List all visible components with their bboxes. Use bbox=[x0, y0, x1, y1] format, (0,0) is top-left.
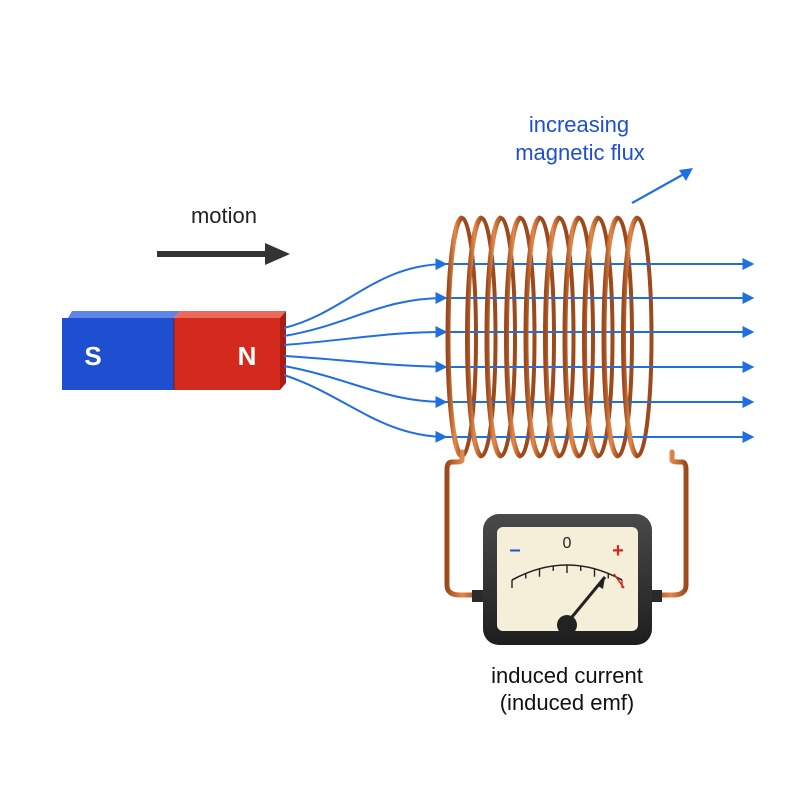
coil-turn-back bbox=[617, 216, 634, 458]
magnet-north-pole bbox=[174, 318, 280, 390]
coil-turn-front bbox=[523, 215, 541, 459]
coil-turn-front bbox=[465, 215, 483, 459]
flux-label-line1: increasing bbox=[529, 112, 629, 137]
meter-ticks bbox=[511, 565, 623, 588]
magnet-south-label: S bbox=[84, 341, 101, 371]
induced-emf-label: (induced emf) bbox=[500, 690, 635, 715]
flux-arrow-icon bbox=[631, 168, 693, 204]
coil-turn-front bbox=[504, 215, 522, 459]
coil-turn-front bbox=[601, 215, 619, 459]
coil-turn-back bbox=[519, 216, 537, 458]
field-line bbox=[283, 326, 448, 346]
field-line bbox=[283, 365, 448, 408]
meter-pivot bbox=[557, 615, 577, 635]
coil-turn-back bbox=[461, 216, 478, 458]
flux-label-line2: magnetic flux bbox=[515, 140, 645, 165]
field-line bbox=[283, 374, 448, 443]
meter-right-terminal bbox=[650, 590, 662, 602]
coil-turn-back bbox=[480, 216, 498, 458]
meter-face bbox=[497, 527, 638, 631]
coil-back bbox=[461, 216, 654, 458]
field-lines-through-coil bbox=[445, 258, 755, 443]
bar-magnet: S N bbox=[62, 311, 286, 390]
coil-turn-front bbox=[543, 215, 561, 459]
coil-turn-front bbox=[484, 215, 502, 459]
magnet-south-pole bbox=[62, 318, 174, 390]
motion-arrow-icon bbox=[157, 243, 290, 265]
galvanometer: – 0 + bbox=[472, 514, 662, 645]
lead-wires bbox=[444, 449, 689, 598]
left-lead-wire bbox=[444, 449, 481, 598]
motion-label: motion bbox=[191, 203, 257, 228]
right-lead-wire bbox=[652, 449, 689, 598]
coil-turn-back bbox=[636, 216, 654, 458]
meter-plus-label: + bbox=[612, 540, 624, 562]
coil-turn-back bbox=[500, 216, 517, 458]
field-lines-magnet-to-coil bbox=[283, 258, 448, 443]
coil-turn-front bbox=[445, 215, 463, 459]
coil-turn-front bbox=[621, 215, 639, 459]
meter-zero-label: 0 bbox=[563, 535, 572, 552]
coil-turn-front bbox=[582, 215, 600, 459]
field-line bbox=[283, 292, 448, 337]
field-line bbox=[283, 258, 448, 329]
coil-turn-back bbox=[597, 216, 615, 458]
magnet-north-label: N bbox=[238, 341, 257, 371]
coil-front bbox=[445, 215, 639, 459]
meter-minus-label: – bbox=[509, 539, 520, 561]
coil-turn-front bbox=[562, 215, 580, 459]
coil-turn-back bbox=[558, 216, 576, 458]
meter-needle bbox=[565, 576, 607, 624]
meter-left-terminal bbox=[472, 590, 484, 602]
field-line bbox=[283, 355, 448, 373]
coil-turn-back bbox=[578, 216, 595, 458]
induced-current-label: induced current bbox=[491, 663, 643, 688]
coil-turn-back bbox=[539, 216, 556, 458]
